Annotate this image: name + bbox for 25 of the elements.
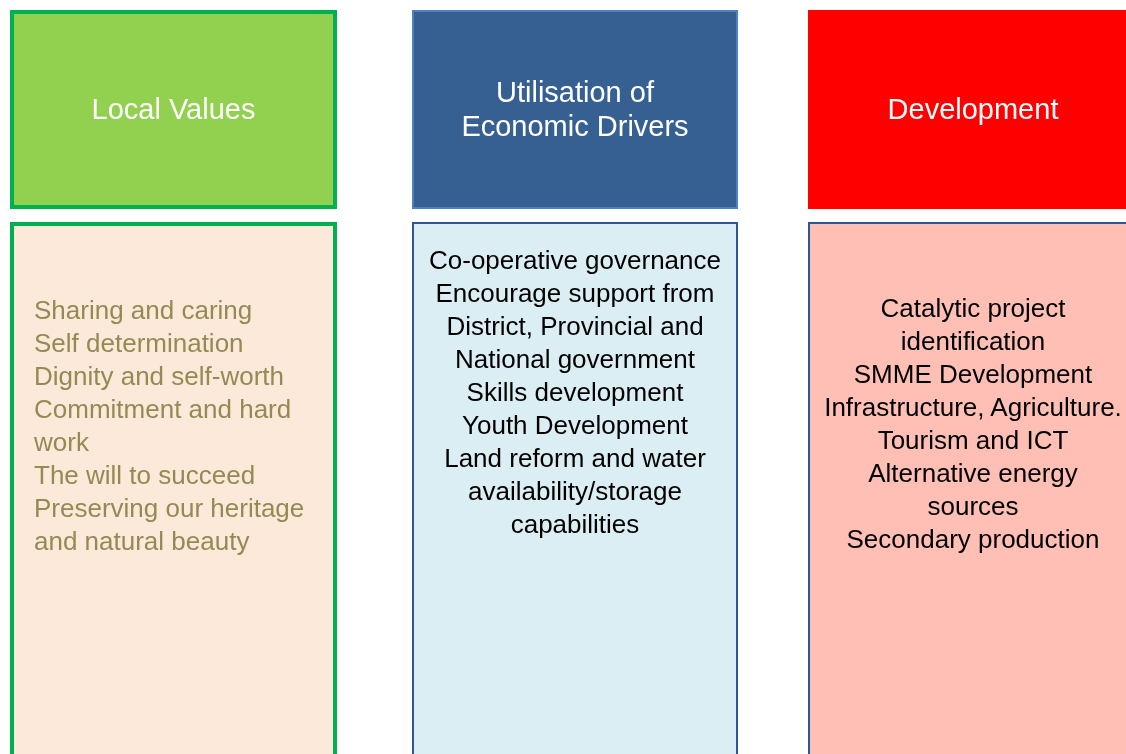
list-item: Dignity and self-worth xyxy=(34,360,284,393)
list-item: Skills development xyxy=(466,376,684,409)
list-item: The will to succeed xyxy=(34,459,256,492)
list-item: Catalytic project identification xyxy=(879,292,1067,358)
column-heading: Development xyxy=(887,92,1059,127)
list-item: Sharing and caring xyxy=(34,294,253,327)
heading-box xyxy=(10,10,337,209)
list-item: Alternative energy sources xyxy=(867,457,1079,523)
list-item: Preserving our heritage and natural beauty xyxy=(34,492,306,558)
heading-box xyxy=(412,10,738,209)
list-item: Self determination xyxy=(34,327,244,360)
heading-box xyxy=(808,10,1126,209)
content-panel xyxy=(412,222,738,754)
list-item: Secondary production xyxy=(846,523,1100,556)
column-heading: Local Values xyxy=(91,92,256,127)
content-panel xyxy=(808,222,1126,754)
list-item: Land reform and water availability/storage capabilities xyxy=(443,442,707,541)
column-heading: Utilisation of Economic Drivers xyxy=(460,76,690,143)
list-item: Youth Development xyxy=(462,409,688,442)
list-item: Commitment and hard work xyxy=(34,393,293,459)
list-item: SMME Development xyxy=(853,358,1093,391)
content-panel xyxy=(10,222,337,754)
list-item: Co-operative governance xyxy=(429,244,721,277)
list-item: Encourage support from District, Provincial and National government xyxy=(434,277,716,376)
list-item: Infrastructure, Agriculture. Tourism and ICT xyxy=(823,391,1123,457)
